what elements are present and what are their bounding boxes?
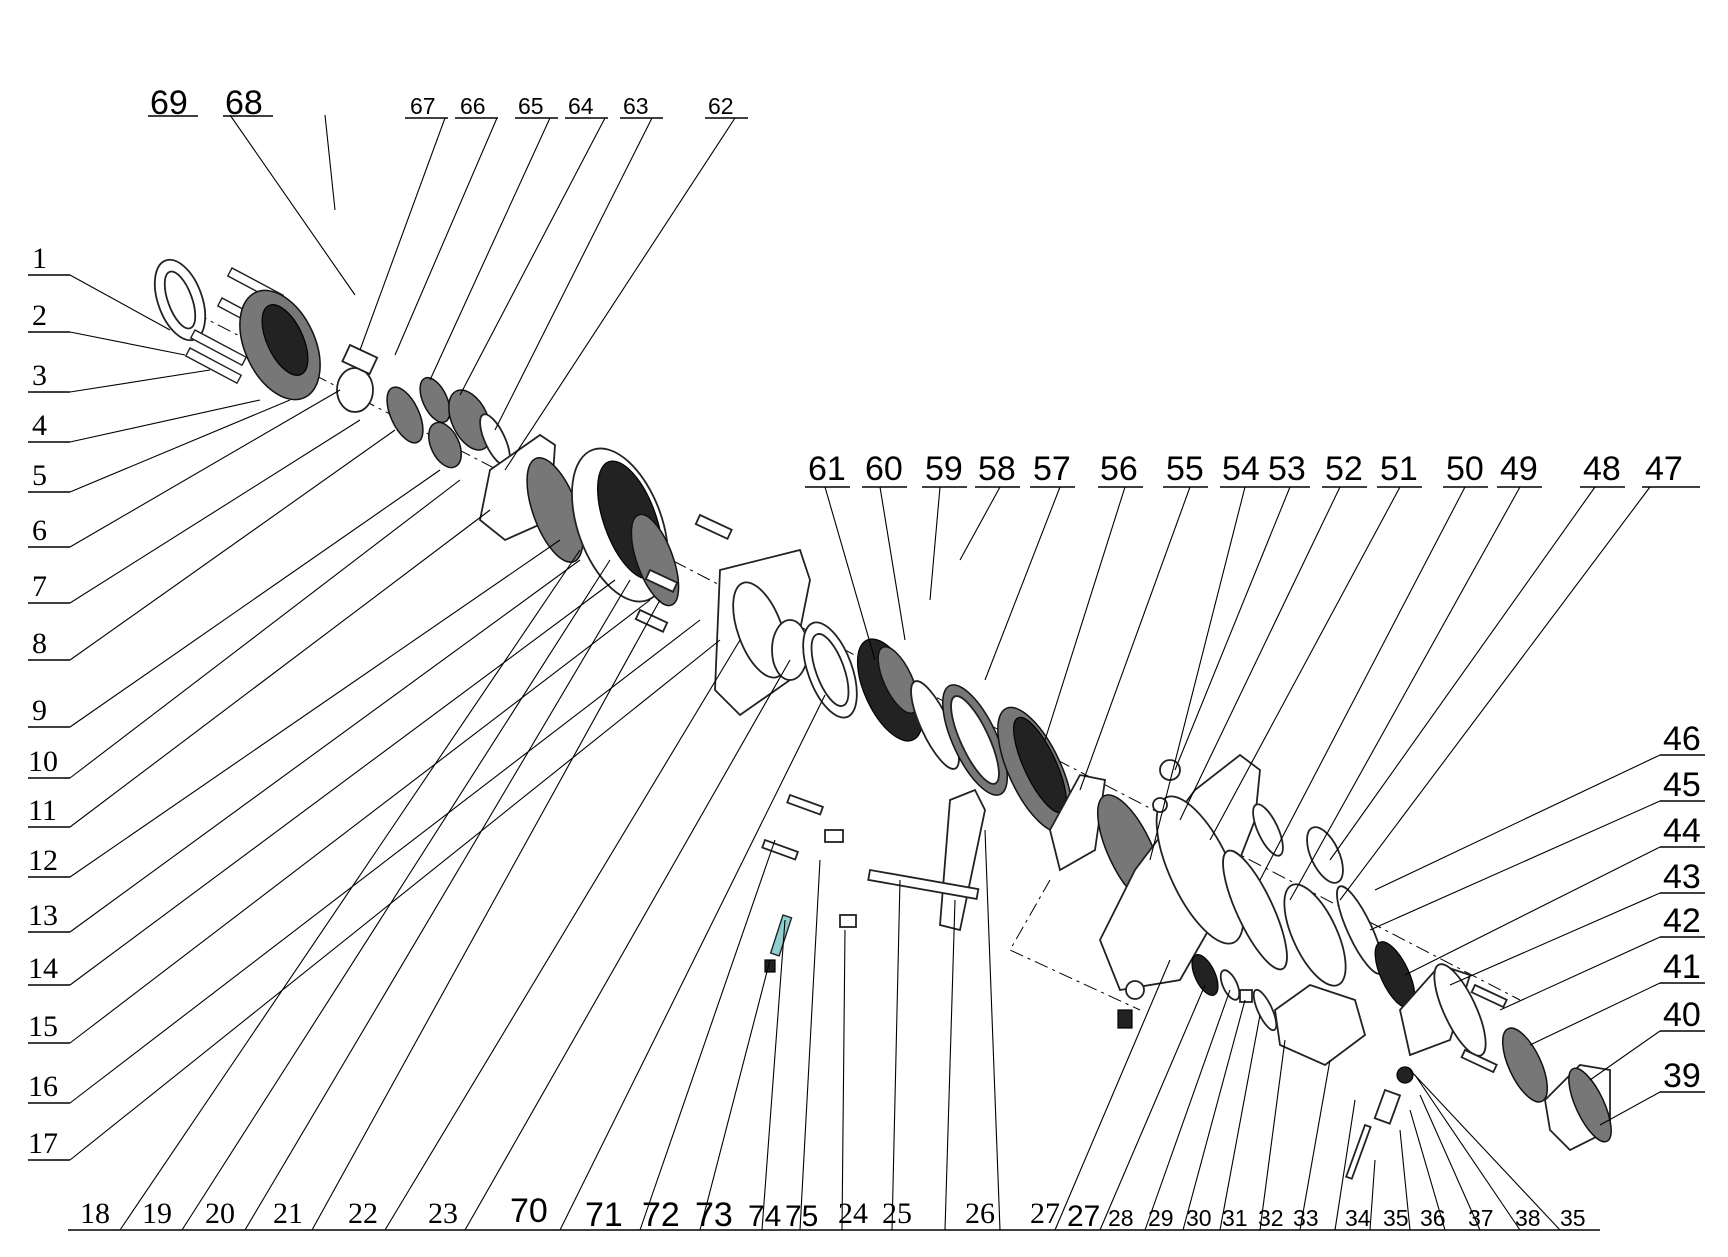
- part-label: 11: [28, 794, 57, 827]
- part-label: 22: [348, 1197, 378, 1230]
- part-label: 59: [925, 450, 963, 488]
- part-label: 31: [1222, 1205, 1248, 1231]
- part-label: 36: [1420, 1205, 1446, 1231]
- part-label: 35: [1560, 1205, 1586, 1231]
- part-label: 64: [568, 93, 594, 119]
- part-label: 40: [1663, 996, 1701, 1034]
- part-label: 14: [28, 952, 58, 985]
- part-label: 17: [28, 1127, 58, 1160]
- part-label: 74: [748, 1200, 781, 1233]
- part-label: 71: [585, 1196, 623, 1234]
- part-label: 53: [1268, 450, 1306, 488]
- leader-lines: [69, 114, 1661, 1231]
- part-label: 19: [142, 1197, 172, 1230]
- part-label: 29: [1148, 1205, 1174, 1231]
- part-label: 51: [1380, 450, 1418, 488]
- part-label: 66: [460, 93, 486, 119]
- part-label: 68: [225, 84, 263, 122]
- part-label: 5: [32, 459, 47, 492]
- part-label: 55: [1166, 450, 1204, 488]
- part-label: 15: [28, 1010, 58, 1043]
- part-label: 49: [1500, 450, 1538, 488]
- part-label: 61: [808, 450, 846, 488]
- part-label: 8: [32, 627, 47, 660]
- part-label: 33: [1293, 1205, 1319, 1231]
- part-label: 9: [32, 694, 47, 727]
- part-label: 18: [80, 1197, 110, 1230]
- part-label: 62: [708, 93, 734, 119]
- part-label: 10: [28, 745, 58, 778]
- part-label: 72: [642, 1196, 680, 1234]
- part-label: 57: [1033, 450, 1071, 488]
- part-label: 37: [1468, 1205, 1494, 1231]
- part-label: 13: [28, 899, 58, 932]
- part-label: 45: [1663, 766, 1701, 804]
- part-label: 48: [1583, 450, 1621, 488]
- part-label: 65: [518, 93, 544, 119]
- part-label: 6: [32, 514, 47, 547]
- part-label: 52: [1325, 450, 1363, 488]
- part-label: 20: [205, 1197, 235, 1230]
- parts-drawing: [153, 258, 1612, 1180]
- part-label: 54: [1222, 450, 1260, 488]
- part-label: 26: [965, 1197, 995, 1230]
- part-label: 39: [1663, 1057, 1701, 1095]
- part-label: 23: [428, 1197, 458, 1230]
- part-label: 12: [28, 844, 58, 877]
- part-label: 44: [1663, 812, 1701, 850]
- part-label: 34: [1345, 1205, 1371, 1231]
- part-label: 43: [1663, 858, 1701, 896]
- part-label: 42: [1663, 902, 1701, 940]
- part-label: 60: [865, 450, 903, 488]
- part-number-labels: 69 68 67 66 65 64 63 62 1 2 3 4 5 6 7 8 …: [28, 84, 1701, 1234]
- part-label: 28: [1108, 1205, 1134, 1231]
- part-label: 35: [1383, 1205, 1409, 1231]
- part-label: 24: [838, 1197, 868, 1230]
- part-label: 41: [1663, 948, 1701, 986]
- part-label: 50: [1446, 450, 1484, 488]
- part-label: 56: [1100, 450, 1138, 488]
- part-label: 27: [1030, 1197, 1060, 1230]
- label-underlines: [28, 115, 1705, 1231]
- part-label: 25: [882, 1197, 912, 1230]
- part-label: 3: [32, 359, 47, 392]
- part-label: 16: [28, 1070, 58, 1103]
- part-label: 69: [150, 84, 188, 122]
- part-label: 32: [1258, 1205, 1284, 1231]
- part-label: 1: [32, 242, 47, 275]
- part-label: 21: [273, 1197, 303, 1230]
- part-label: 30: [1186, 1205, 1212, 1231]
- part-label: 2: [32, 299, 47, 332]
- part-label: 67: [410, 93, 436, 119]
- part-label: 70: [510, 1192, 548, 1230]
- part-label: 38: [1515, 1205, 1541, 1231]
- part-label: 63: [623, 93, 649, 119]
- part-label: 7: [32, 570, 47, 603]
- part-label: 73: [695, 1196, 733, 1234]
- part-label: 47: [1645, 450, 1683, 488]
- part-label: 46: [1663, 720, 1701, 758]
- part-label: 75: [785, 1200, 818, 1233]
- part-label: 27: [1067, 1200, 1100, 1233]
- part-label: 4: [32, 409, 47, 442]
- part-label: 58: [978, 450, 1016, 488]
